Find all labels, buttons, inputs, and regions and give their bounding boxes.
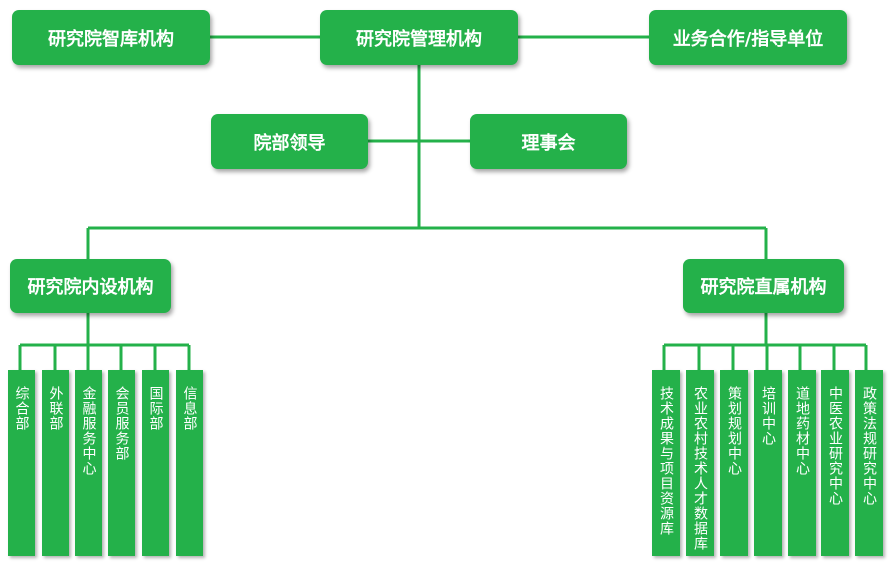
department-label: 会员服务部 [113, 386, 130, 461]
internal-title: 研究院内设机构 [27, 277, 154, 298]
department-label: 外联部 [47, 386, 64, 431]
unit-box: 道地药材中心 [788, 370, 816, 556]
leadership-label: 院部领导 [253, 132, 326, 154]
partners-box: 业务合作/指导单位 [649, 10, 847, 65]
unit-label: 策划规划中心 [726, 386, 742, 476]
department-label: 综合部 [13, 386, 30, 431]
department-box: 外联部 [42, 370, 69, 556]
internal-box: 研究院内设机构 [10, 259, 171, 313]
department-box: 国际部 [142, 370, 169, 556]
department-box: 综合部 [8, 370, 35, 556]
unit-label: 技术成果与项目资源库 [658, 386, 674, 536]
department-label: 国际部 [147, 386, 164, 431]
unit-box: 技术成果与项目资源库 [652, 370, 680, 556]
unit-label: 道地药材中心 [794, 386, 810, 476]
think-tank-box: 研究院智库机构 [12, 10, 210, 65]
department-box: 信息部 [176, 370, 203, 556]
department-label: 信息部 [181, 386, 198, 431]
affiliated-box: 研究院直属机构 [683, 259, 844, 313]
unit-label: 政策法规研究中心 [861, 386, 877, 506]
unit-label: 中医农业研究中心 [827, 386, 843, 506]
management-box: 研究院管理机构 [320, 10, 518, 65]
unit-box: 中医农业研究中心 [821, 370, 849, 556]
think-tank-label: 研究院智库机构 [48, 28, 174, 50]
unit-box: 培训中心 [754, 370, 782, 556]
unit-box: 政策法规研究中心 [855, 370, 883, 556]
department-box: 会员服务部 [108, 370, 135, 556]
unit-box: 农业农村技术人才数据库 [686, 370, 714, 556]
partners-label: 业务合作/指导单位 [672, 28, 824, 50]
unit-label: 培训中心 [760, 386, 776, 446]
management-label: 研究院管理机构 [356, 28, 482, 50]
leadership-box: 院部领导 [211, 114, 368, 169]
council-box: 理事会 [470, 114, 627, 169]
unit-label: 农业农村技术人才数据库 [692, 386, 708, 551]
council-label: 理事会 [521, 132, 576, 154]
unit-box: 策划规划中心 [720, 370, 748, 556]
affiliated-title: 研究院直属机构 [700, 277, 827, 298]
department-box: 金融服务中心 [75, 370, 102, 556]
department-label: 金融服务中心 [80, 386, 97, 476]
